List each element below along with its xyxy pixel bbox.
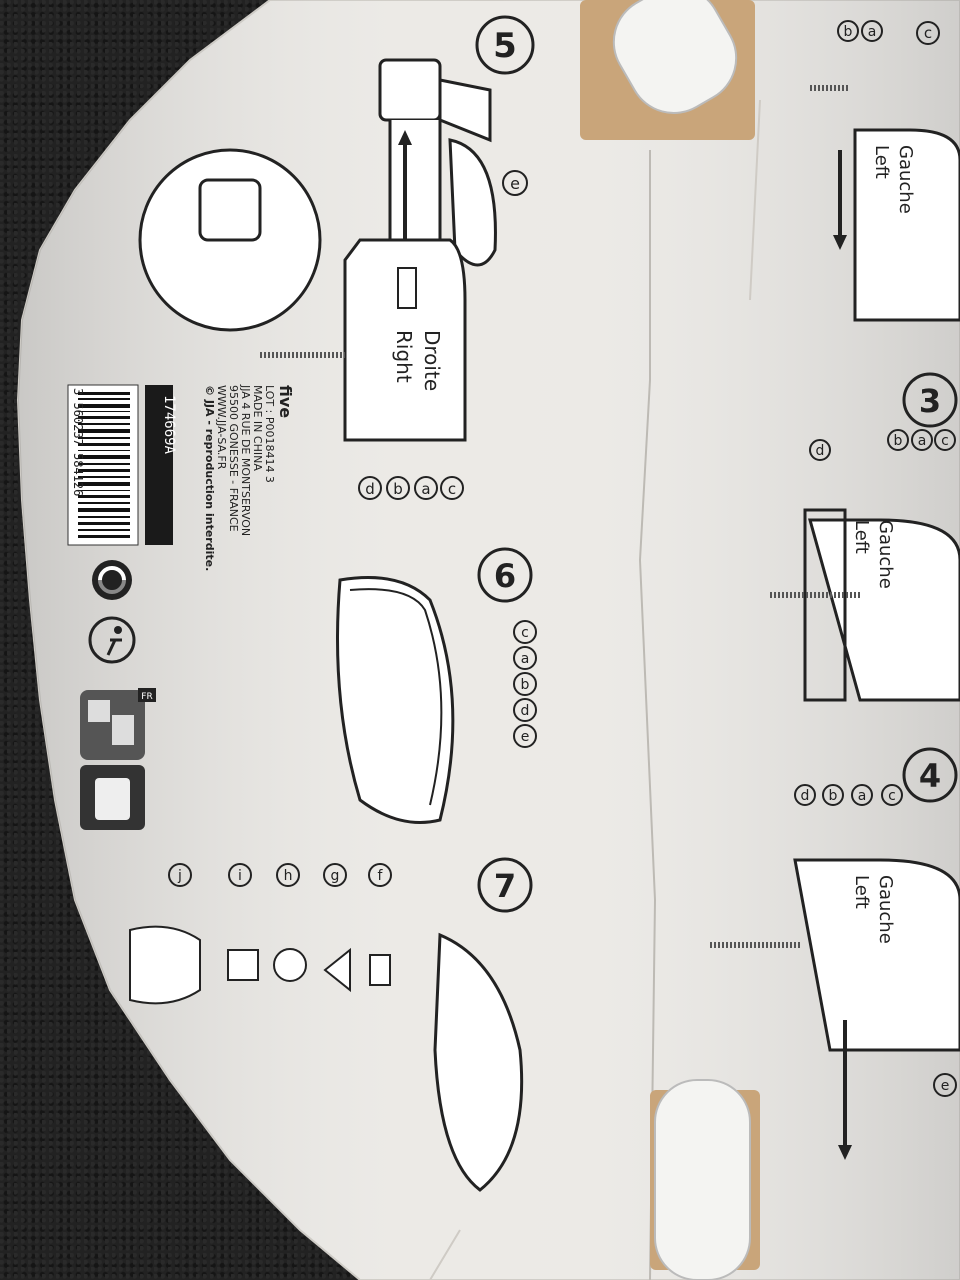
step-5-diagram [138, 15, 535, 442]
svg-text:d: d [521, 703, 530, 719]
svg-text:h: h [284, 868, 293, 884]
svg-text:Gauche: Gauche [875, 520, 896, 589]
svg-text:a: a [521, 651, 530, 667]
svg-text:a: a [421, 480, 430, 498]
bottom-rail-slot [650, 1079, 760, 1280]
barcode-digits: 3 560237 584126 [71, 388, 85, 496]
droite-label: Droite [420, 330, 444, 391]
brand-info-block: five LOT : P0018414 3 MADE IN CHINA JJA … [203, 384, 295, 571]
svg-text:c: c [924, 24, 932, 42]
step-7-number: 7 [494, 867, 516, 905]
svg-text:a: a [868, 24, 877, 40]
svg-text:f: f [378, 868, 384, 884]
step-3-number: 3 [919, 382, 941, 420]
tidyman-icon [88, 616, 136, 664]
step-6-diagram: 6 c a b d e [336, 547, 537, 824]
svg-text:b: b [894, 433, 903, 449]
svg-text:e: e [941, 1078, 950, 1094]
svg-text:Left: Left [851, 520, 872, 554]
svg-text:b: b [829, 788, 838, 804]
step-6-number: 6 [494, 557, 516, 595]
svg-text:c: c [941, 433, 949, 449]
step-2-diagram: Gauche Left c a b [810, 20, 960, 322]
step-5-text: 5 e Droite Right c a b d [358, 26, 520, 500]
svg-text:a: a [858, 788, 867, 804]
svg-text:d: d [816, 443, 825, 459]
svg-text:c: c [888, 788, 896, 804]
step-3-diagram: 3 Gauche Left c a b d [770, 372, 960, 702]
svg-text:Left: Left [871, 145, 892, 179]
fold-crease [638, 150, 657, 1280]
step-4-diagram: 4 Gauche Left c a b d e [710, 747, 960, 1160]
copyright: © JJA - reproduction interdite. [203, 385, 216, 571]
fr-badge: FR [141, 692, 152, 702]
svg-text:i: i [238, 868, 242, 884]
top-rail-slot [580, 0, 755, 140]
svg-text:c: c [448, 480, 456, 498]
svg-text:c: c [521, 625, 529, 641]
label-e: e [510, 174, 520, 193]
step-5-number: 5 [493, 26, 517, 66]
green-dot-icon [92, 560, 132, 600]
svg-text:Gauche: Gauche [895, 145, 916, 214]
svg-text:b: b [844, 24, 853, 40]
brand-name: five [276, 385, 295, 418]
svg-text:g: g [331, 868, 340, 884]
svg-text:e: e [521, 729, 530, 745]
svg-text:j: j [177, 868, 182, 884]
svg-text:b: b [393, 480, 403, 498]
address-line-2: 95500 GONESSE - FRANCE [227, 385, 240, 532]
step-4-number: 4 [919, 757, 941, 795]
website: WWW.JJA-SA.FR [215, 385, 228, 470]
recycle-icons: FR [80, 560, 156, 830]
svg-text:Gauche: Gauche [875, 875, 896, 944]
product-code: 174669A [161, 395, 177, 455]
svg-text:d: d [801, 788, 810, 804]
svg-text:a: a [918, 433, 927, 449]
barcode-block: 174669A [67, 384, 177, 546]
barcode-bars [78, 392, 130, 538]
right-label: Right [392, 330, 416, 383]
address-line-1: JJA 4 RUE DE MONTSERVON [239, 384, 252, 536]
svg-text:d: d [365, 480, 375, 498]
svg-text:Left: Left [851, 875, 872, 909]
svg-text:b: b [521, 677, 530, 693]
lot-number: LOT : P0018414 3 [263, 385, 276, 483]
made-in: MADE IN CHINA [251, 385, 264, 471]
step-7-diagram: 7 f g h i j [129, 857, 533, 1192]
